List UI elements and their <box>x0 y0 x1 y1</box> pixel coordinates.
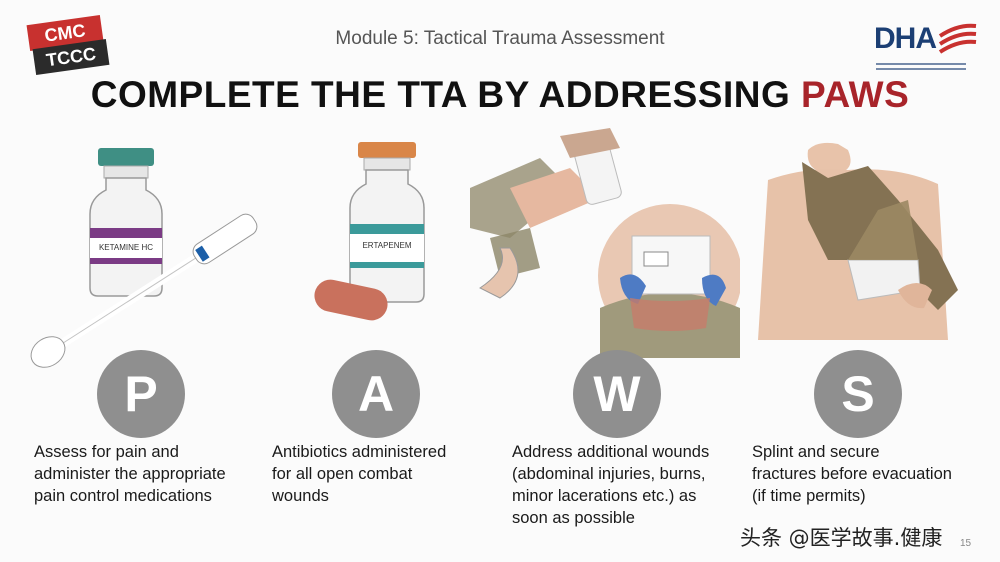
letter-circle-p: P <box>97 350 185 438</box>
ketamine-vial: KETAMINE HC <box>89 148 163 297</box>
desc-pain: Assess for pain and administer the appro… <box>34 441 269 507</box>
letter-circle-a: A <box>332 350 420 438</box>
letter-circle-s: S <box>814 350 902 438</box>
desc-line: minor lacerations etc.) as <box>512 487 697 505</box>
desc-line: for all open combat <box>272 465 413 483</box>
logo-subtext-lines <box>876 63 966 70</box>
desc-line: Address additional wounds <box>512 443 710 461</box>
desc-line: (if time permits) <box>752 487 866 505</box>
desc-line: wounds <box>272 487 329 505</box>
splint-sling-illustration <box>758 142 958 340</box>
title-main: COMPLETE THE TTA BY ADDRESSING <box>90 74 802 115</box>
antibiotic-illustration: ERTAPENEM <box>314 142 425 321</box>
slide-title: COMPLETE THE TTA BY ADDRESSING PAWS <box>0 74 1000 116</box>
desc-line: administer the appropriate <box>34 465 226 483</box>
desc-wounds: Address additional wounds (abdominal inj… <box>512 441 747 529</box>
pain-medication-illustration: KETAMINE HC <box>30 148 258 368</box>
desc-line: (abdominal injuries, burns, <box>512 465 706 483</box>
letter-circle-w: W <box>573 350 661 438</box>
abdominal-dressing <box>598 204 740 358</box>
desc-line: pain control medications <box>34 487 212 505</box>
dha-logo-text: DHA <box>874 22 937 55</box>
ketamine-label: KETAMINE HC <box>99 243 153 252</box>
title-accent: PAWS <box>801 74 910 115</box>
lozenge-stick <box>30 213 258 368</box>
watermark: 头条 @医学故事.健康 <box>740 526 943 550</box>
antibiotic-label: ERTAPENEM <box>362 241 411 250</box>
desc-splint: Splint and secure fractures before evacu… <box>752 441 987 507</box>
antibiotic-pill <box>314 279 388 321</box>
desc-antibiotics: Antibiotics administered for all open co… <box>272 441 507 507</box>
desc-line: Splint and secure <box>752 443 880 461</box>
desc-line: Assess for pain and <box>34 443 179 461</box>
arm-bandaging <box>470 128 622 299</box>
desc-line: soon as possible <box>512 509 635 527</box>
desc-line: Antibiotics administered <box>272 443 447 461</box>
desc-line: fractures before evacuation <box>752 465 952 483</box>
dha-logo: DHA <box>872 22 982 78</box>
wound-care-illustration <box>470 128 740 358</box>
flag-stripes-icon <box>938 23 977 54</box>
page-number: 15 <box>960 538 972 549</box>
antibiotic-vial: ERTAPENEM <box>349 142 425 303</box>
module-subtitle: Module 5: Tactical Trauma Assessment <box>335 28 665 49</box>
